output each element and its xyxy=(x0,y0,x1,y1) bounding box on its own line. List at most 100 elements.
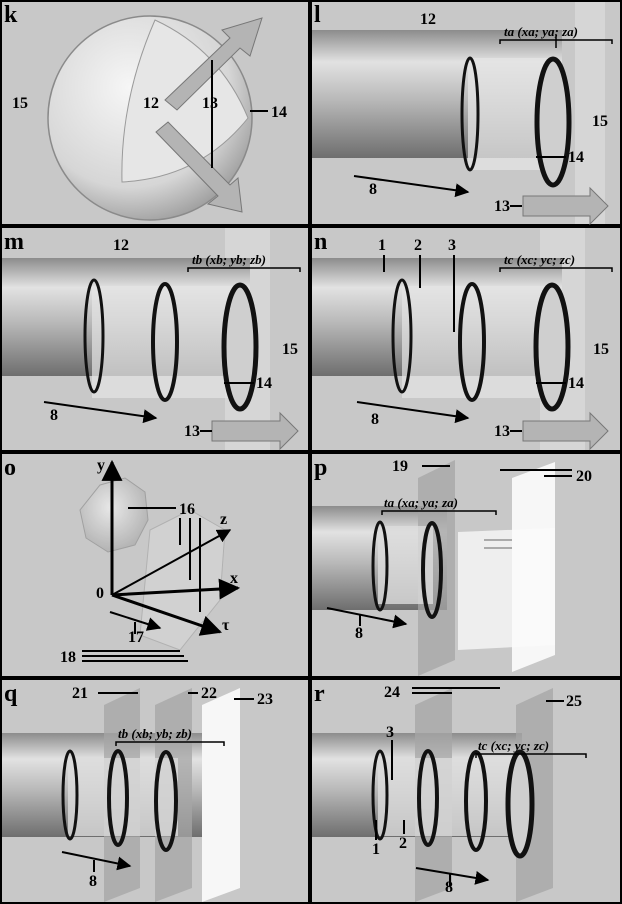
axis-x-label: x xyxy=(230,570,238,587)
label-22: 22 xyxy=(201,685,217,702)
ring-2 xyxy=(458,282,486,402)
panel-letter: o xyxy=(4,455,16,481)
label-23: 23 xyxy=(257,691,273,708)
label-19: 19 xyxy=(392,458,408,475)
direction-arrow xyxy=(353,175,470,198)
ring-2 xyxy=(417,749,439,847)
z-axis xyxy=(111,529,232,596)
label-3: 3 xyxy=(448,237,456,254)
label-1: 1 xyxy=(378,237,386,254)
ring-1 xyxy=(391,278,413,394)
panel-m: m 12 15 14 8 13 tb (xb; yb; zb) xyxy=(0,226,310,452)
arrow-outward-down xyxy=(155,121,243,213)
label-21: 21 xyxy=(72,685,88,702)
label-24: 24 xyxy=(384,684,400,701)
label-14: 14 xyxy=(256,375,272,392)
ring-back xyxy=(460,56,480,172)
panel-n: n 1 2 3 15 14 8 13 tc (xc; yc; zc) xyxy=(310,226,622,452)
label-14: 14 xyxy=(568,375,584,392)
arrow-outward-up xyxy=(164,17,263,111)
coordinate-label: tc (xc; yc; zc) xyxy=(504,252,575,267)
direction-arrow xyxy=(61,851,132,871)
ring-front xyxy=(533,282,571,412)
label-12: 12 xyxy=(113,237,129,254)
coordinate-label: tb (xb; yb; zb) xyxy=(118,726,192,741)
panel-letter: m xyxy=(4,229,24,255)
ring-front xyxy=(221,282,259,412)
label-13: 13 xyxy=(202,95,218,112)
label-8: 8 xyxy=(369,181,377,198)
coordinate-brace xyxy=(187,267,301,272)
coordinate-label: tb (xb; yb; zb) xyxy=(192,252,266,267)
label-1: 1 xyxy=(372,841,380,858)
label-12: 12 xyxy=(420,11,436,28)
panel-o: o 16 17 18 y z x τ 0 xyxy=(0,452,310,678)
ring-1 xyxy=(371,749,389,841)
panel-letter: n xyxy=(314,229,327,255)
plane-23 xyxy=(202,688,240,902)
ring-2 xyxy=(107,749,129,847)
label-12: 12 xyxy=(143,95,159,112)
label-15: 15 xyxy=(282,341,298,358)
ring-3 xyxy=(464,750,488,852)
direction-arrow xyxy=(356,401,470,424)
ring-3 xyxy=(154,750,178,852)
panel-letter: r xyxy=(314,681,325,707)
direction-arrow xyxy=(326,607,408,629)
ring-1 xyxy=(61,749,79,841)
segment-transparent xyxy=(92,286,242,398)
coordinate-brace xyxy=(115,741,225,746)
panel-q: q 21 22 23 8 tb (xb; yb; zb) xyxy=(0,678,310,904)
axis-z-label: z xyxy=(220,511,227,528)
arrow-13 xyxy=(211,411,299,451)
ring-ghost xyxy=(484,539,512,549)
arrow-13 xyxy=(522,411,609,451)
label-14: 14 xyxy=(568,149,584,166)
x-axis xyxy=(111,578,241,600)
ring-front xyxy=(505,749,535,859)
coordinate-brace xyxy=(499,39,613,44)
coordinate-label: ta (xa; ya; za) xyxy=(384,495,458,510)
label-20: 20 xyxy=(576,468,592,485)
panel-p: p 19 20 8 ta (xa; ya; za) xyxy=(310,452,622,678)
panel-letter: p xyxy=(314,455,327,481)
ring-1 xyxy=(371,520,389,612)
label-15: 15 xyxy=(593,341,609,358)
plane-19 xyxy=(418,460,455,676)
label-16: 16 xyxy=(179,501,195,518)
segment-transparent xyxy=(378,758,518,836)
coordinate-label: ta (xa; ya; za) xyxy=(504,24,578,39)
direction-arrow xyxy=(43,401,158,424)
panel-letter: k xyxy=(4,2,18,28)
panel-r: r 24 25 3 1 2 8 tc (xc; yc; zc) xyxy=(310,678,622,904)
axis-tau-label: τ xyxy=(222,617,230,634)
panel-letter: q xyxy=(4,681,18,707)
ring-front xyxy=(534,56,572,188)
polyhedron-16 xyxy=(79,477,149,553)
label-13: 13 xyxy=(494,198,510,215)
direction-arrow xyxy=(415,867,490,885)
label-13: 13 xyxy=(184,423,200,440)
ring-1 xyxy=(83,278,105,394)
panel-letter: l xyxy=(314,2,321,28)
panel-l: l 12 15 14 8 13 ta (xa; ya; za) xyxy=(310,0,622,226)
label-13: 13 xyxy=(494,423,510,440)
label-14: 14 xyxy=(271,104,287,121)
plane-20 xyxy=(512,462,555,672)
label-15: 15 xyxy=(12,95,28,112)
coordinate-brace xyxy=(475,753,587,758)
label-17: 17 xyxy=(128,629,144,646)
label-8: 8 xyxy=(371,411,379,428)
coordinate-brace xyxy=(499,267,613,272)
axis-y-label: y xyxy=(97,457,105,474)
coordinate-brace xyxy=(381,510,497,515)
label-8: 8 xyxy=(355,625,363,642)
label-8: 8 xyxy=(445,879,453,896)
coordinate-label: tc (xc; yc; zc) xyxy=(478,738,549,753)
origin-label: 0 xyxy=(96,585,104,602)
label-2: 2 xyxy=(414,237,422,254)
label-8: 8 xyxy=(89,873,97,890)
ring-2 xyxy=(151,282,179,402)
arrow-13 xyxy=(522,186,609,226)
